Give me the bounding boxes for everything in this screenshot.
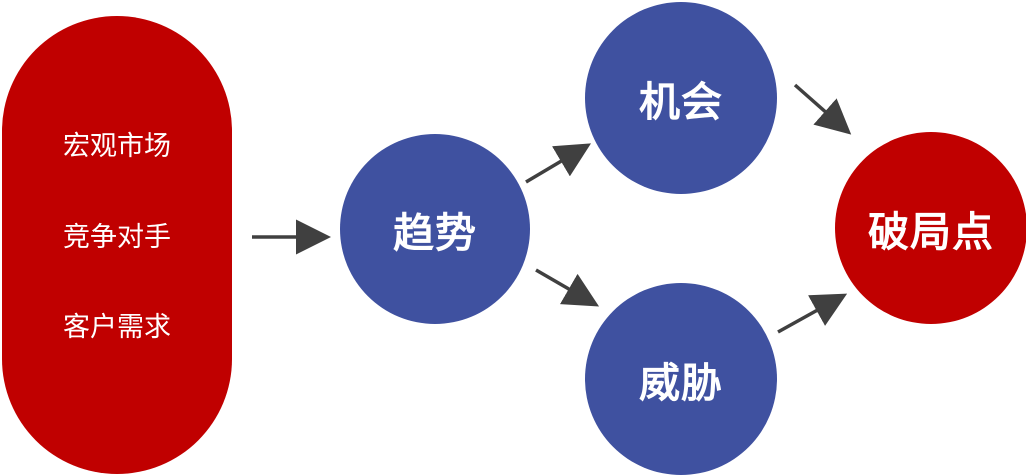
arrow-trend-to-threat — [535, 268, 600, 307]
factors-pill: 宏观市场 竞争对手 客户需求 — [2, 16, 232, 474]
node-opportunity-label: 机会 — [639, 78, 723, 126]
arrow-trend-to-opportunity — [525, 143, 592, 184]
arrow-threat-to-breakpoint — [777, 293, 848, 334]
factor-macro-market: 宏观市场 — [63, 131, 171, 162]
node-threat: 威胁 — [585, 283, 777, 475]
node-breakpoint-label: 破局点 — [868, 208, 994, 256]
factor-competitors: 竞争对手 — [63, 222, 171, 253]
factor-customer-needs: 客户需求 — [63, 312, 171, 343]
node-threat-label: 威胁 — [639, 359, 723, 407]
node-trend: 趋势 — [340, 134, 530, 324]
node-opportunity: 机会 — [585, 2, 777, 194]
arrow-opportunity-to-breakpoint — [793, 83, 852, 135]
node-trend-label: 趋势 — [393, 209, 477, 257]
node-breakpoint: 破局点 — [835, 132, 1026, 324]
